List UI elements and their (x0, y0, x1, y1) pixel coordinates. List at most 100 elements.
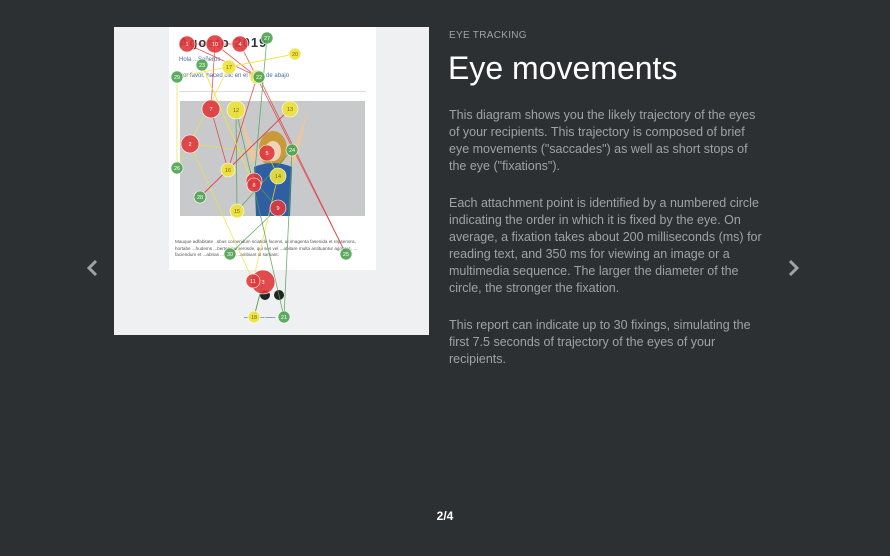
fixation-circle (201, 99, 221, 119)
saccade-line (258, 76, 347, 255)
fixation-overlay: 1234567891011121314151617181920212223242… (170, 31, 353, 324)
fixation-number: 13 (287, 107, 293, 113)
fixation-number: 14 (275, 174, 281, 180)
fixation-point: 4 (231, 35, 249, 53)
fixation-point: 28 (193, 190, 207, 204)
fixation-point: 15 (229, 203, 245, 219)
fixation-number: 7 (209, 107, 212, 113)
saccade-line (199, 108, 291, 198)
fixation-circle (170, 70, 184, 84)
eye-tracking-preview: Agosto 2019 Hola ...Sañeros Por favor, h… (114, 27, 429, 335)
section-tag: EYE TRACKING (449, 30, 527, 41)
slide-pager: 2/4 (436, 509, 454, 523)
fixation-point: 1 (178, 35, 196, 53)
description-paragraph-2: Each attachment point is identified by a… (449, 196, 762, 295)
fixation-point: 11 (245, 273, 261, 289)
fixation-number: 28 (197, 195, 203, 201)
fixation-point: 8 (246, 177, 262, 193)
fixation-circle (220, 162, 236, 178)
saccade-line (176, 66, 230, 169)
page-title: Eye movements (448, 50, 678, 86)
saccade-line (210, 108, 229, 171)
fixation-point: 7 (201, 99, 221, 119)
fixation-number: 16 (225, 168, 231, 174)
fixation-point: 10 (205, 34, 225, 54)
email-divider (179, 91, 366, 92)
fixation-number: 12 (233, 108, 239, 114)
fixation-point: 22 (252, 70, 266, 84)
fixation-number: 3 (261, 280, 264, 286)
fixation-point: 23 (195, 58, 209, 72)
fixation-number: 15 (234, 209, 240, 215)
fixation-point: 9 (269, 199, 287, 217)
fixation-point: 30 (223, 247, 237, 261)
fixation-circle (277, 310, 291, 324)
next-slide-button[interactable] (784, 256, 804, 280)
saccade-line (189, 143, 254, 282)
fixation-number: 9 (276, 206, 279, 212)
fixation-number: 21 (281, 315, 287, 321)
fixation-point: 29 (170, 70, 184, 84)
fixation-point: 24 (285, 143, 299, 157)
fixation-point: 5 (258, 144, 276, 162)
fixation-circle (260, 31, 274, 45)
fixation-number: 25 (343, 252, 349, 258)
fixation-point: 16 (220, 162, 236, 178)
fixation-circle (281, 100, 299, 118)
fixation-number: 4 (238, 42, 241, 48)
fixation-circle (285, 143, 299, 157)
fixation-point: 12 (226, 100, 246, 120)
fixation-circle (252, 70, 266, 84)
fixation-circle (223, 247, 237, 261)
fixation-point: 13 (281, 100, 299, 118)
fixation-number: 20 (292, 52, 298, 58)
fixation-circle (247, 310, 261, 324)
fixation-circle (205, 34, 225, 54)
fixation-circle (231, 35, 249, 53)
fixation-point: 21 (277, 310, 291, 324)
chevron-left-icon (86, 259, 98, 277)
fixation-number: 22 (256, 75, 262, 81)
fixation-circle (221, 59, 237, 75)
fixation-point: 17 (221, 59, 237, 75)
chevron-right-icon (788, 259, 800, 277)
fixation-number: 2 (188, 142, 191, 148)
fixation-circle (245, 273, 261, 289)
fixation-circle (269, 199, 287, 217)
saccade-line (253, 37, 268, 182)
saccade-line (201, 64, 255, 186)
saccade-line (235, 109, 285, 318)
saccade-line (252, 175, 279, 282)
fixation-circle (246, 177, 262, 193)
description-paragraph-1: This diagram shows you the likely trajec… (449, 108, 756, 173)
fixation-point: 27 (260, 31, 274, 45)
fixation-number: 24 (289, 148, 295, 154)
fixation-circle (258, 144, 276, 162)
saccade-line (236, 149, 293, 212)
previous-slide-button[interactable] (82, 256, 102, 280)
saccade-line (210, 43, 216, 110)
fixation-point: 25 (339, 247, 353, 261)
fixation-number: 30 (227, 252, 233, 258)
fixation-number: 8 (252, 183, 255, 189)
fixation-circle (180, 134, 200, 154)
fixation-circle (195, 58, 209, 72)
fixation-number: 1 (185, 42, 188, 48)
fixation-number: 18 (251, 315, 257, 321)
fixation-number: 11 (250, 279, 256, 285)
fixation-number: 29 (174, 75, 180, 81)
fixation-circle (269, 167, 287, 185)
fixation-point: 26 (170, 161, 184, 175)
fixation-circle (229, 203, 245, 219)
fixation-circle (193, 190, 207, 204)
saccade-line (229, 207, 279, 255)
fixation-circle (339, 247, 353, 261)
fixation-number: 10 (212, 42, 218, 48)
saccade-line (227, 76, 258, 171)
fixation-number: 23 (199, 63, 205, 69)
saccade-line (283, 149, 293, 318)
fixation-circle (226, 100, 246, 120)
fixation-circle (170, 161, 184, 175)
description-paragraph-3: This report can indicate up to 30 fixing… (449, 318, 751, 366)
fixation-number: 17 (226, 65, 232, 71)
